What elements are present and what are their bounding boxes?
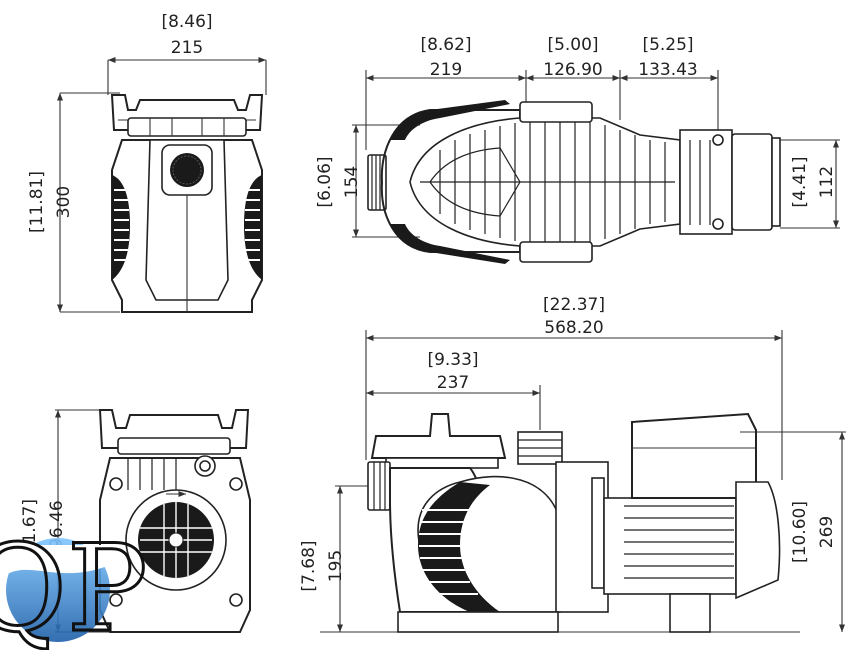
top-b-in: [5.00] xyxy=(547,35,598,55)
inlet-offset-in: [9.33] xyxy=(427,350,478,370)
inlet-offset-mm: 237 xyxy=(437,373,469,393)
top-a-mm: 219 xyxy=(430,60,462,80)
inlet-height-mm: 195 xyxy=(326,550,346,582)
side-view: [22.37] 568.20 [9.33] 237 [7.68] 195 [10… xyxy=(299,295,846,633)
top-motor-mm: 112 xyxy=(817,166,837,198)
qp-logo: QP xyxy=(0,519,149,650)
top-c-mm: 133.43 xyxy=(638,60,697,80)
top-c-in: [5.25] xyxy=(642,35,693,55)
total-length-mm: 568.20 xyxy=(544,318,603,338)
top-height-in: [6.06] xyxy=(315,156,335,207)
front-width-mm: 215 xyxy=(171,38,203,58)
top-b-mm: 126.90 xyxy=(543,60,602,80)
inlet-height-in: [7.68] xyxy=(299,540,319,591)
front-width-in: [8.46] xyxy=(161,12,212,32)
logo-text: QP xyxy=(0,520,148,650)
total-length-in: [22.37] xyxy=(543,295,605,315)
top-motor-in: [4.41] xyxy=(790,156,810,207)
top-view: [8.62] 219 [5.00] 126.90 [5.25] 133.43 [… xyxy=(315,35,840,264)
top-height-mm: 154 xyxy=(342,166,362,198)
front-height-in: [11.81] xyxy=(27,171,47,233)
total-height-in: [10.60] xyxy=(790,501,810,563)
total-height-mm: 269 xyxy=(817,516,837,548)
top-a-in: [8.62] xyxy=(420,35,471,55)
front-view: [8.46] 215 [11.81] 300 xyxy=(27,12,267,313)
front-height-mm: 300 xyxy=(54,186,74,218)
